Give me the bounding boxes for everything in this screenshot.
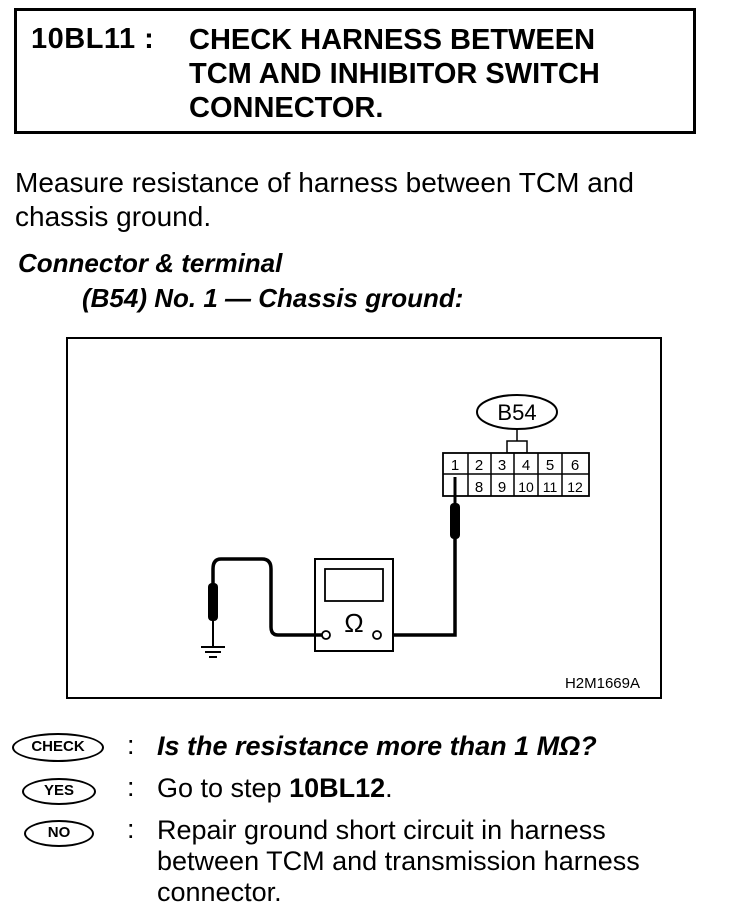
connector-label: B54 [497,400,536,425]
yes-badge: YES [22,778,96,805]
left-probe [208,583,218,621]
yes-next-step[interactable]: 10BL12 [289,773,386,803]
no-colon: : [127,814,135,844]
terminal-6: 6 [571,457,579,474]
wiring-diagram: B54 1 2 3 4 5 6 8 9 10 11 12 [66,337,662,699]
step-title-line-3: CONNECTOR. [189,92,384,124]
no-badge: NO [24,820,94,847]
yes-answer-prefix: Go to step [157,773,290,803]
no-answer-line-2: between TCM and transmission harness [157,846,640,876]
terminal-4: 4 [522,457,530,474]
figure-code: H2M1669A [565,675,640,692]
check-colon: : [127,730,135,760]
terminal-2: 2 [475,457,483,474]
instruction-text: Measure resistance of harness between TC… [15,166,715,234]
right-probe [450,503,460,539]
terminal-12: 12 [567,479,583,495]
instruction-line-2: chassis ground. [15,201,212,232]
step-title-line-2: TCM AND INHIBITOR SWITCH [189,58,600,90]
connector-detail: (B54) No. 1 — Chassis ground: [82,283,464,313]
instruction-line-1: Measure resistance of harness between TC… [15,167,634,198]
terminal-8: 8 [475,479,483,496]
ohmmeter-display [324,568,384,602]
terminal-1: 1 [451,457,459,474]
right-lead [377,537,457,637]
wiring-diagram-svg: B54 1 2 3 4 5 6 8 9 10 11 12 [66,337,662,699]
no-answer: Repair ground short circuit in harness b… [157,815,640,908]
check-question: Is the resistance more than 1 MΩ? [157,731,597,761]
step-title-line-1: CHECK HARNESS BETWEEN [189,24,596,56]
meter-terminal-right [372,630,382,640]
step-title: CHECK HARNESS BETWEEN TCM AND INHIBITOR … [189,23,689,125]
terminal-10: 10 [518,479,534,495]
yes-colon: : [127,772,135,802]
yes-answer-suffix: . [385,773,393,803]
terminal-9: 9 [498,479,506,496]
yes-answer: Go to step 10BL12. [157,773,393,804]
ohm-symbol: Ω [344,608,363,638]
connector-heading: Connector & terminal [18,248,283,278]
terminal-3: 3 [498,457,506,474]
meter-terminal-left [321,630,331,640]
terminal-11: 11 [543,479,558,495]
step-number: 10BL11 : [31,23,155,55]
no-answer-line-3: connector. [157,877,282,907]
connector-latch [506,440,528,454]
no-answer-line-1: Repair ground short circuit in harness [157,815,606,845]
left-lead [211,557,322,637]
terminal-5: 5 [546,457,554,474]
check-badge: CHECK [12,733,104,762]
step-header-box: 10BL11 : CHECK HARNESS BETWEEN TCM AND I… [14,8,696,134]
